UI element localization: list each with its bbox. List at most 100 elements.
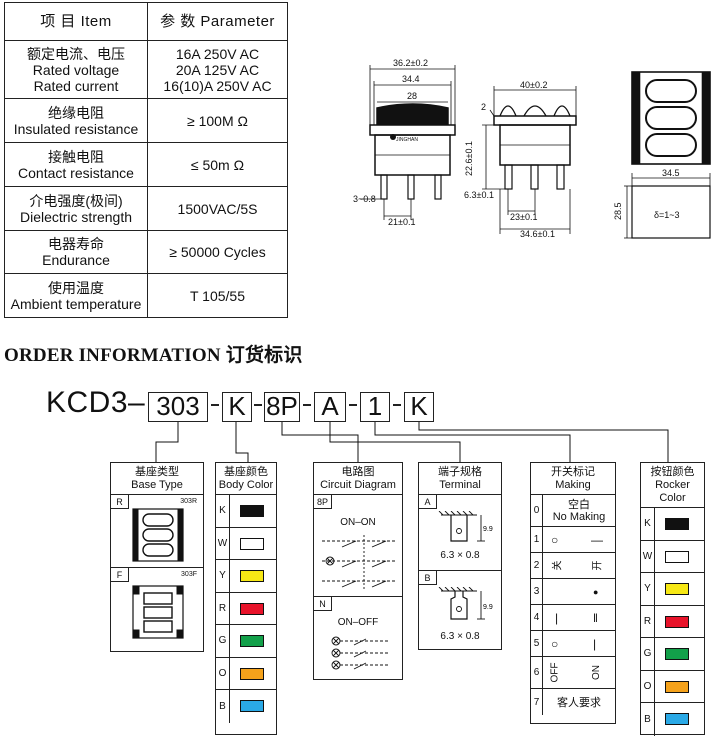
circuit-label: ON–OFF [337,617,379,628]
making-row: 2 关 开 [531,553,615,579]
color-row: W [216,527,276,560]
row-key: 5 [531,631,543,656]
color-row: Y [641,573,704,606]
code-dash [349,404,357,406]
dim-text: 40±0.2 [520,80,547,90]
circuit-panel: N ON–OFF [314,597,402,677]
making-row: 7 客人要求 [531,689,615,715]
color-row: B [216,690,276,723]
row-key: B [216,690,230,723]
spec-label-zh: 接触电阻 [48,148,104,165]
code-dash [393,404,401,406]
column-header: 按钮颜色 Rocker Color [641,463,704,508]
dim-text: 34.6±0.1 [520,229,555,239]
making-row: 0 空白 No Making [531,495,615,527]
making-row: 4 | ‖ [531,605,615,631]
on-symbol: ‖ [593,610,598,625]
spec-table: 项 目 Item 参 数 Parameter 额定电流、电压 Rated vol… [4,2,288,318]
row-key: 6 [531,657,543,688]
spec-label-en: Rated voltage [32,61,120,78]
spec-label-zh: 电器寿命 [48,236,104,252]
base-type-panel: F 303F [111,568,203,649]
color-swatch [240,505,264,517]
spec-label-zh: 额定电流、电压 [27,45,125,62]
row-key: B [641,703,655,736]
panel-code: 303F [181,571,197,578]
row-key: G [216,625,230,657]
terminal-b-icon: 9.9 [438,587,493,620]
code-dash [254,404,262,406]
dim-text: 22.6±0.1 [464,141,474,176]
spec-value: T 105/55 [147,273,288,318]
row-key: 4 [531,605,543,630]
code-dash [303,404,311,406]
dim-text: 2 [481,102,486,112]
spec-label-en: Ambient temperature [10,295,142,312]
color-row: G [641,638,704,671]
column-title-en: Base Type [131,479,183,491]
row-key: 1 [531,527,543,552]
making-row: 1 ○ — [531,527,615,553]
spec-label-en: Contact resistance [18,164,134,181]
color-swatch [240,537,264,550]
cutout-drawing: 34.5 28.5 δ=1~3 [613,71,711,239]
spec-value-line: 16A 250V AC [175,45,260,62]
making-text: 空白 No Making [543,495,615,526]
dim-text: 3~0.8 [353,194,376,204]
column-header: 端子规格 Terminal [419,463,501,495]
code-dash [211,404,219,406]
front-view-drawing: JINGHAN 36.2±0.2 34.4 28 3~0.8 21±0.1 [353,58,456,227]
spec-header-parameter: 参 数 Parameter [147,2,288,41]
terminal-a-icon: 9.9 [438,511,493,542]
color-row: K [641,508,704,541]
color-row: O [216,657,276,690]
spec-label-zh: 介电强度(极间) [29,192,123,209]
off-symbol: OFF [549,662,561,683]
color-swatch [240,602,264,615]
terminal-panel: B 9.9 6.3 × 0.8 [419,571,501,649]
column-title-zh: 端子规格 [438,466,482,478]
column-header: 基座类型 Base Type [111,463,203,495]
making-column: 开关标记 Making 0 空白 No Making 1 ○ — 2 关 开 3… [530,462,616,724]
circuit-on-off-icon [331,636,390,670]
column-title-en: Terminal [439,479,481,491]
panel-key: A [419,495,437,509]
color-row: Y [216,560,276,593]
row-key: Y [641,573,655,605]
spec-value: ≥ 50000 Cycles [147,230,288,274]
column-title-en: Making [555,479,591,491]
dim-text: 21±0.1 [388,217,415,227]
on-symbol: | [593,636,597,651]
base-type-column: 基座类型 Base Type R 303R F 303F [110,462,204,652]
row-key: Y [216,560,230,592]
code-box-rocker-color: K [404,392,434,422]
spec-label-zh: 绝缘电阻 [48,104,104,121]
column-title-en: Rocker Color [655,479,690,504]
color-swatch [665,550,689,563]
base-f-icon [132,585,184,639]
making-text-zh: 空白 [568,498,590,511]
dim-text: 28 [407,91,417,101]
panel-key: N [314,597,332,611]
column-title-zh: 按钮颜色 [650,466,695,478]
column-header: 开关标记 Making [531,463,615,495]
panel-key: B [419,571,437,585]
row-key: O [641,670,655,702]
circuit-panel: 8P ON–ON [314,495,402,597]
row-key: 7 [531,689,543,715]
terminal-size: 6.3 × 0.8 [440,550,480,561]
spec-label-zh: 使用温度 [48,279,104,296]
terminal-size: 6.3 × 0.8 [440,631,480,642]
circuit-column: 电路图 Circuit Diagram 8P ON–ON N ON–OFF [313,462,403,680]
on-symbol: ON [591,665,602,680]
off-symbol: ○ [551,636,559,651]
panel-key: 8P [314,495,332,509]
column-title-en: Circuit Diagram [320,479,396,491]
row-key: R [641,605,655,637]
color-row: R [641,605,704,638]
dim-text: δ=1~3 [654,210,680,220]
row-key: W [216,527,230,559]
circuit-label: ON–ON [340,517,376,528]
